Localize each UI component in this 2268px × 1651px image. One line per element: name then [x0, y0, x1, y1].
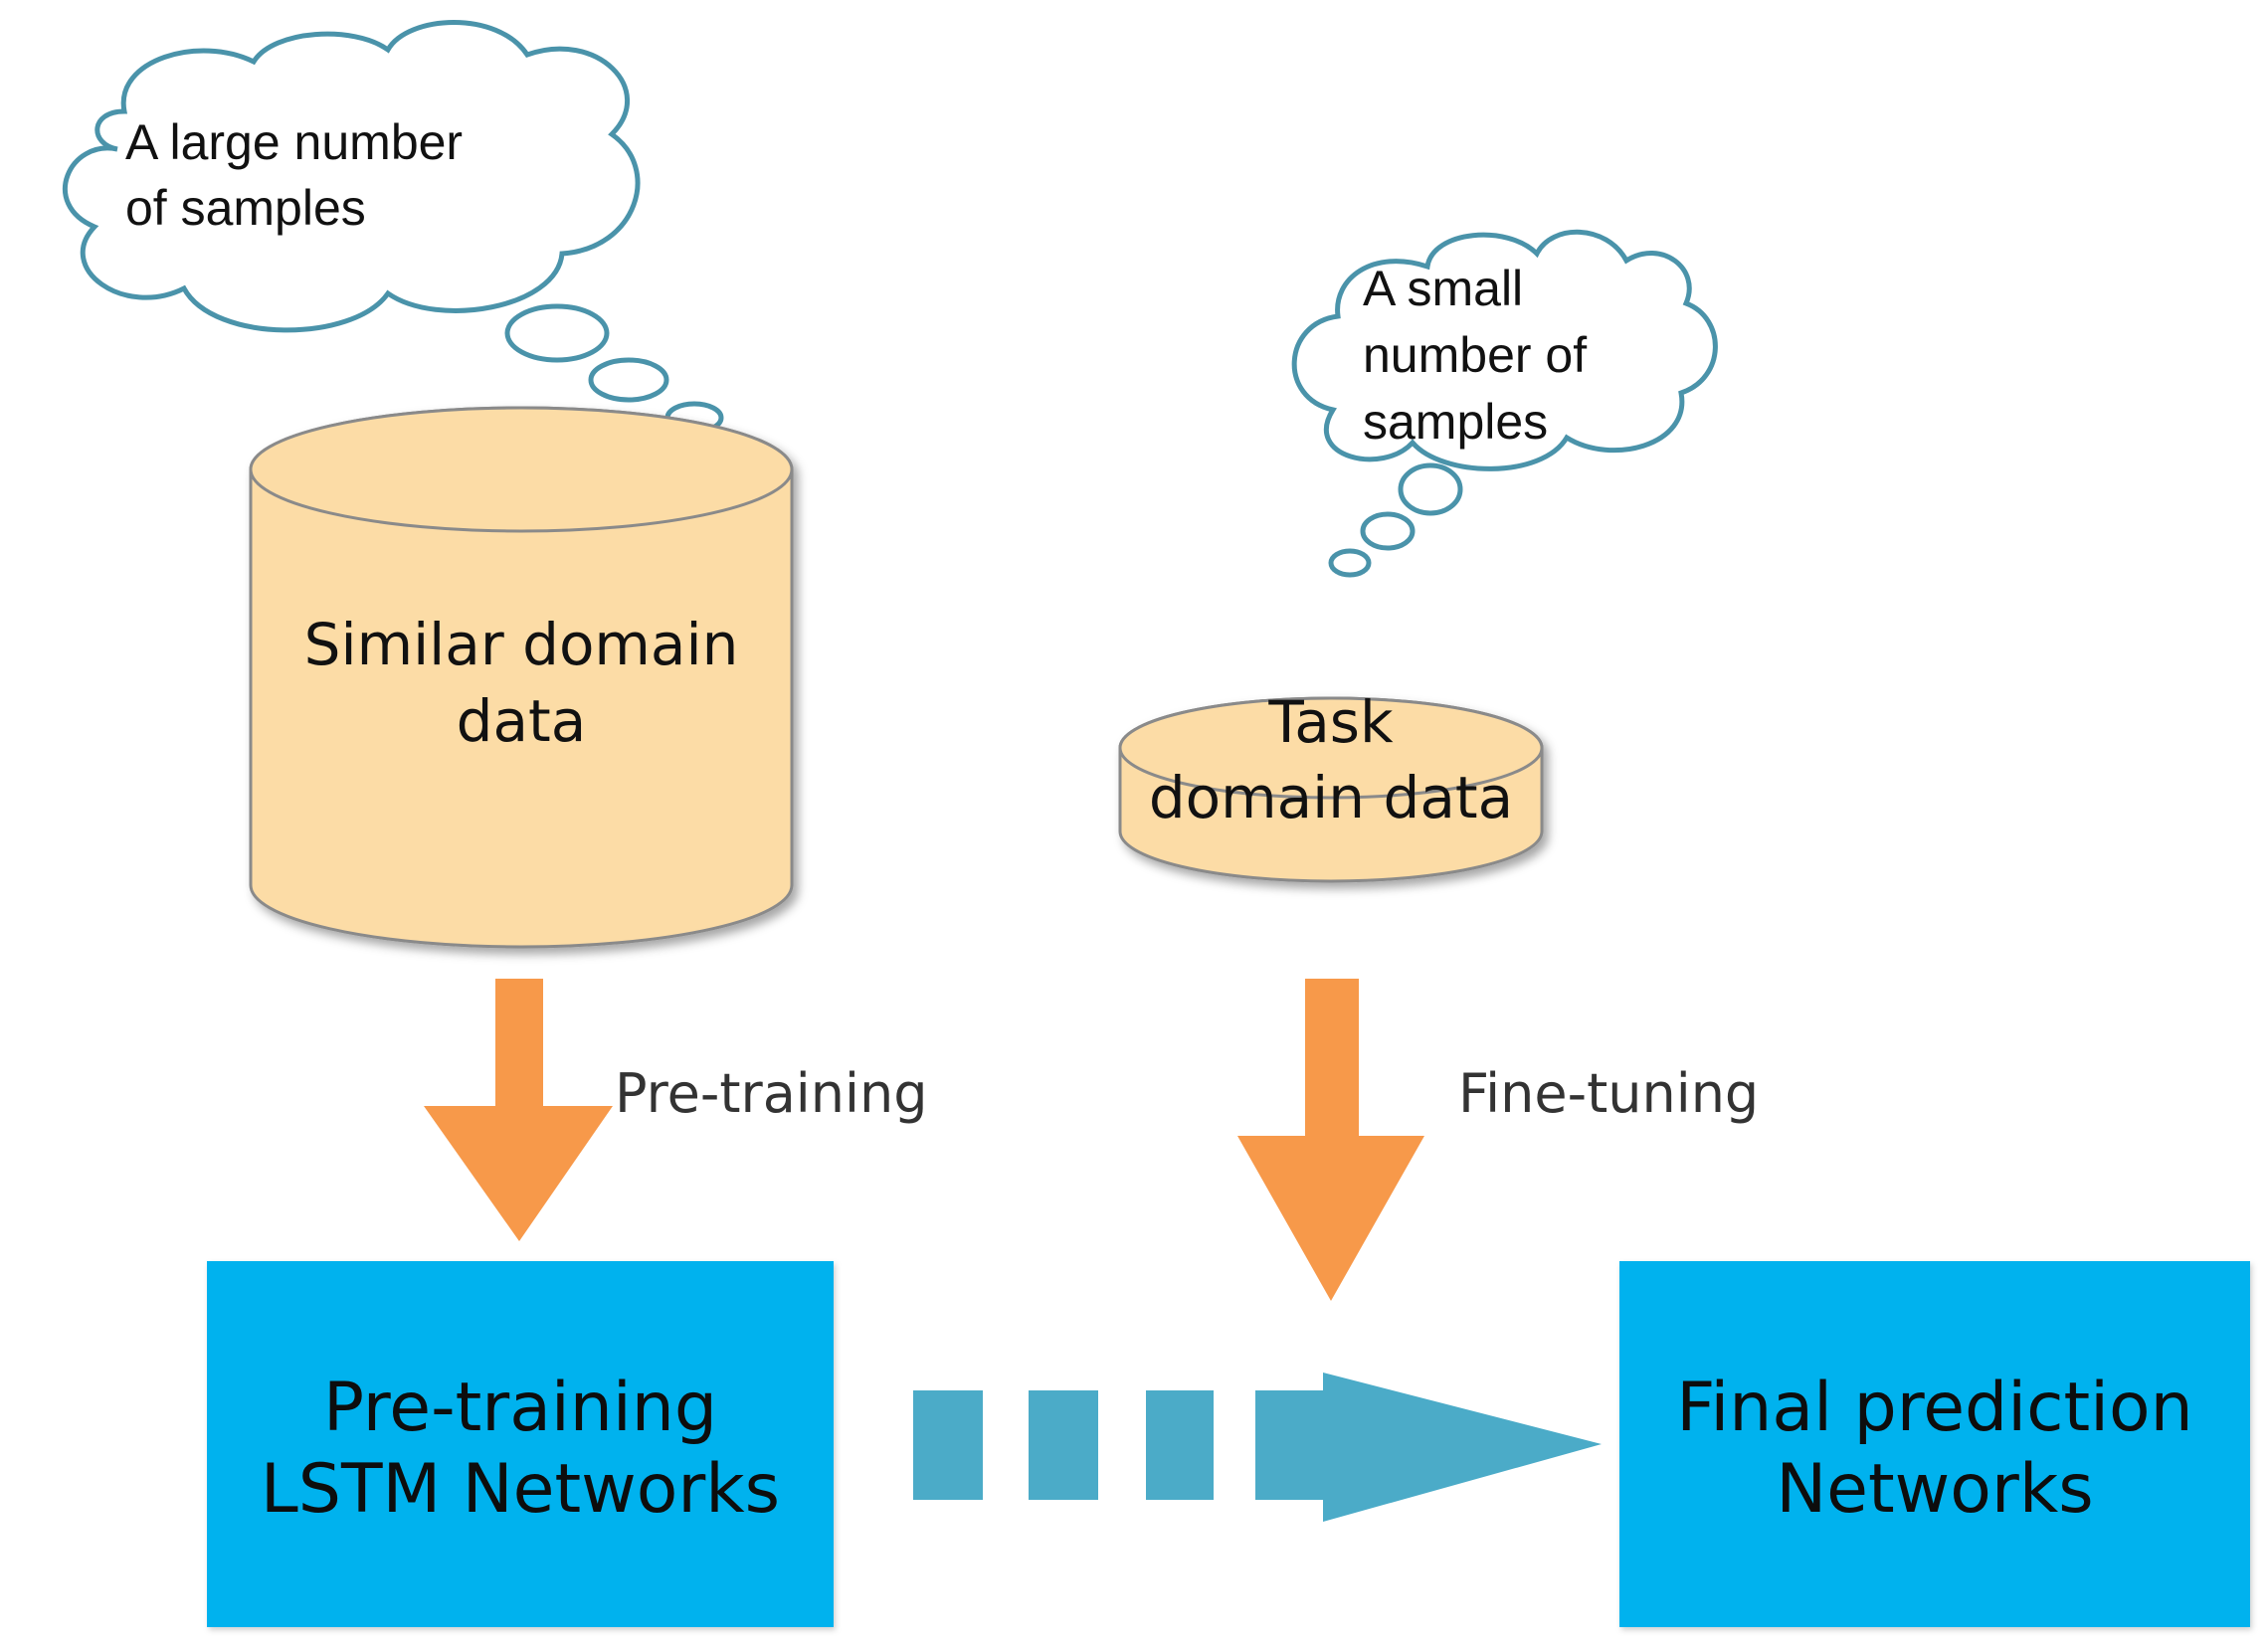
cloud-small-bubble-1: [1398, 462, 1463, 516]
cloud-large-text-line1: A large number: [125, 114, 463, 170]
similar-domain-label-line1: Similar domain: [304, 611, 739, 678]
cloud-small-text-line1: A small: [1363, 261, 1523, 316]
finetuning-arrow: [1237, 979, 1424, 1301]
similar-domain-label-line2: data: [457, 687, 587, 755]
task-domain-label-line1: Task: [1267, 688, 1394, 756]
task-domain-cylinder-top: [1118, 696, 1544, 800]
cloud-large-bubble-1: [504, 303, 610, 363]
pretraining-arrow-label: Pre-training: [615, 1062, 928, 1125]
dashed-arrow-segment-1: [913, 1390, 983, 1500]
dashed-arrow-segment-2: [1029, 1390, 1098, 1500]
pretraining-arrow: [424, 979, 613, 1241]
task-domain-database: [1118, 696, 1544, 883]
pretraining-lstm-box: [207, 1261, 834, 1627]
dashed-transfer-arrow: [913, 1373, 1602, 1522]
final-prediction-box: [1619, 1261, 2250, 1627]
cloud-small-bubble-3: [1328, 548, 1372, 578]
dashed-arrow-head: [1255, 1373, 1602, 1522]
dashed-arrow-segment-3: [1146, 1390, 1214, 1500]
final-prediction-label-line2: Networks: [1776, 1450, 2093, 1529]
similar-domain-cylinder-top: [249, 406, 794, 533]
task-domain-label-line2: domain data: [1149, 764, 1513, 831]
cloud-large-shape: [63, 20, 641, 333]
pretraining-lstm-label-line2: LSTM Networks: [261, 1450, 780, 1529]
cloud-large-text-line2: of samples: [125, 180, 366, 236]
final-prediction-label-line1: Final prediction: [1676, 1369, 2193, 1447]
similar-domain-database: [249, 406, 794, 949]
cloud-small-text-line3: samples: [1363, 394, 1548, 450]
cloud-small-shape: [1291, 229, 1718, 471]
cloud-large-bubble-2: [588, 357, 669, 403]
cloud-small-text-line2: number of: [1363, 327, 1587, 383]
finetuning-arrow-label: Fine-tuning: [1458, 1062, 1759, 1125]
cloud-small-samples: A small number of samples: [1291, 229, 1718, 578]
cloud-small-bubble-2: [1360, 511, 1416, 551]
cloud-large-samples: A large number of samples: [63, 20, 724, 435]
pretraining-lstm-label-line1: Pre-training: [323, 1369, 717, 1447]
